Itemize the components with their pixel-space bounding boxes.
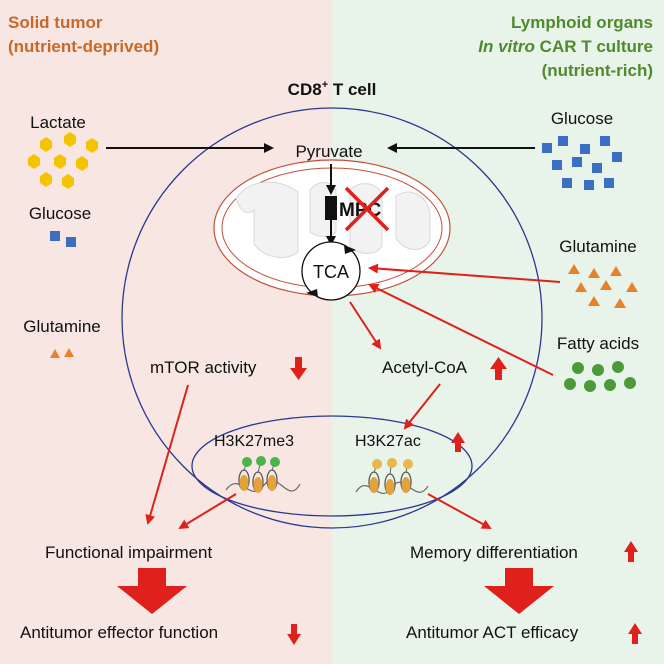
glutamine-left-molecules	[50, 348, 74, 358]
left-panel-title: Solid tumor	[8, 13, 103, 32]
glucose-right-molecules	[542, 136, 622, 190]
mpc-inhibition-cross	[344, 186, 390, 232]
repressed-chromatin-icon	[225, 456, 301, 494]
antitumor-act-label: Antitumor ACT efficacy	[406, 623, 579, 642]
mtor-to-impairment-arrow	[145, 384, 189, 525]
fatty-acids-to-tca-arrow	[368, 284, 554, 376]
acetyl-coa-increase-arrow-icon	[490, 357, 507, 380]
lactate-molecules	[28, 132, 98, 189]
left-panel-background	[0, 0, 332, 664]
glutamine-left-label: Glutamine	[23, 317, 100, 336]
glucose-left-label: Glucose	[29, 204, 91, 223]
active-chromatin-icon	[355, 458, 429, 496]
memory-differentiation-label: Memory differentiation	[410, 543, 578, 562]
pyruvate-label: Pyruvate	[295, 142, 362, 161]
tca-cycle-arrow-bottom	[306, 289, 318, 297]
lactate-label: Lactate	[30, 113, 86, 132]
fatty-acids-molecules	[564, 361, 636, 392]
right-panel-background	[332, 0, 664, 664]
right-panel-condition: (nutrient-rich)	[542, 61, 653, 80]
acetyl-coa-to-h3k27ac-arrow	[403, 383, 441, 430]
left-panel-subtitle: (nutrient-deprived)	[8, 37, 159, 56]
tca-label: TCA	[313, 262, 349, 282]
h3k27ac-to-memory-arrow	[427, 493, 492, 529]
antitumor-effector-label: Antitumor effector function	[20, 623, 218, 642]
acetyl-coa-label: Acetyl-CoA	[382, 358, 468, 377]
act-increase-arrow-icon	[628, 623, 642, 644]
glucose-left-molecules	[50, 231, 76, 247]
cell-label: CD8+ T cell	[288, 79, 377, 99]
h3k27ac-increase-arrow-icon	[451, 432, 465, 452]
right-panel-title: Lymphoid organs	[511, 13, 653, 32]
glucose-right-label: Glucose	[551, 109, 613, 128]
tca-cycle-arrow-top	[344, 245, 356, 254]
fatty-acids-label: Fatty acids	[557, 334, 639, 353]
left-outcome-block-arrow	[117, 568, 187, 614]
mpc-transporter	[325, 196, 337, 220]
right-outcome-block-arrow	[484, 568, 554, 614]
mtor-activity-label: mTOR activity	[150, 358, 257, 377]
cell-membrane	[121, 107, 543, 529]
glutamine-to-tca-arrow	[368, 263, 561, 283]
nucleus	[191, 415, 473, 517]
effector-decrease-arrow-icon	[287, 624, 301, 645]
tca-cycle	[301, 241, 361, 301]
glutamine-right-molecules	[568, 264, 638, 308]
functional-impairment-label: Functional impairment	[45, 543, 213, 562]
tca-to-acetyl-coa-arrow	[349, 301, 382, 350]
h3k27me3-label: H3K27me3	[214, 433, 294, 450]
h3k27me3-to-impairment-arrow	[178, 493, 237, 530]
memory-increase-arrow-icon	[624, 541, 638, 562]
glutamine-right-label: Glutamine	[559, 237, 636, 256]
h3k27ac-label: H3K27ac	[355, 433, 421, 450]
mtor-decrease-arrow-icon	[290, 357, 307, 380]
right-panel-subtitle: In vitro CAR T culture	[478, 37, 653, 56]
